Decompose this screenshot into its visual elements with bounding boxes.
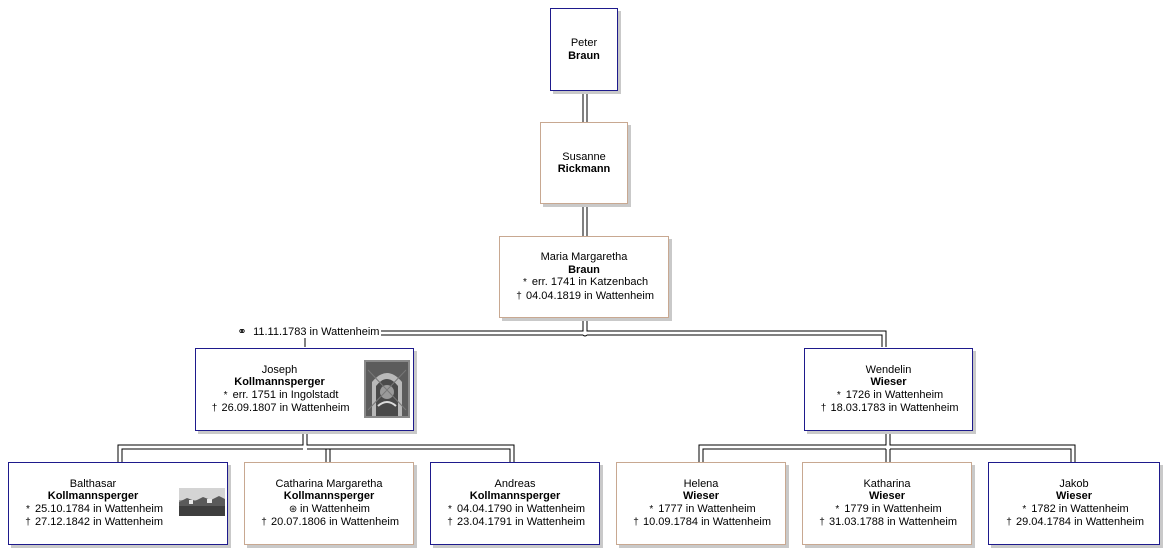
given-name: Andreas [494, 477, 536, 490]
given-name: Helena [683, 477, 719, 490]
birth-star-icon: * [1022, 503, 1027, 515]
death-event: †29.04.1784 in Wattenheim [1004, 516, 1144, 530]
given-name: Joseph [261, 363, 298, 376]
person-card-catharina[interactable]: Catharina Margaretha Kollmannsperger ⊛in… [244, 462, 414, 545]
portrait-photo[interactable] [364, 360, 410, 418]
given-name: Peter [570, 37, 598, 49]
birth-event: * 1779 in Wattenheim [832, 503, 941, 517]
death-cross-icon: † [633, 517, 639, 528]
birth-star-icon: * [649, 503, 654, 515]
birth-event: * 1782 in Wattenheim [1019, 503, 1128, 517]
given-name: Balthasar [69, 477, 117, 490]
death-text: 23.04.1791 in Wattenheim [456, 516, 585, 528]
death-text: 26.09.1807 in Wattenheim [221, 402, 350, 414]
person-card-andreas[interactable]: Andreas Kollmannsperger * 04.04.1790 in W… [430, 462, 600, 545]
death-cross-icon: † [1006, 517, 1012, 528]
baptism-icon: ⊛ [288, 503, 298, 515]
birth-star-icon: * [835, 503, 840, 515]
death-event: †20.07.1806 in Wattenheim [259, 516, 399, 530]
birth-star-icon: * [223, 389, 228, 401]
death-event: †04.04.1819 in Wattenheim [514, 290, 654, 304]
birth-event: * 25.10.1784 in Wattenheim [23, 503, 163, 517]
given-name: Wendelin [865, 363, 912, 376]
death-cross-icon: † [25, 517, 31, 528]
birth-star-icon: * [522, 277, 527, 288]
birth-text: err. 1751 in Ingolstadt [232, 388, 339, 401]
death-cross-icon: † [516, 290, 522, 302]
person-card-wendelin[interactable]: Wendelin Wieser * 1726 in Wattenheim †18.… [804, 348, 973, 431]
surname: Braun [568, 263, 600, 276]
surname: Kollmannsperger [234, 376, 325, 388]
birth-event: * 04.04.1790 in Wattenheim [445, 503, 585, 517]
death-cross-icon: † [447, 517, 453, 528]
death-text: 27.12.1842 in Wattenheim [34, 516, 163, 528]
baptism-event: ⊛in Wattenheim [288, 503, 370, 517]
death-cross-icon: † [819, 517, 825, 528]
baptism-text: in Wattenheim [300, 502, 370, 515]
death-cross-icon: † [820, 403, 827, 414]
given-name: Katharina [863, 477, 911, 490]
birth-star-icon: * [26, 503, 30, 515]
birth-text: 1779 in Wattenheim [844, 502, 942, 515]
person-card-susanne[interactable]: Susanne Rickmann [540, 122, 628, 204]
surname: Wieser [870, 376, 907, 388]
surname: Wieser [683, 490, 719, 502]
surname: Braun [568, 49, 600, 62]
death-event: †18.03.1783 in Wattenheim [818, 402, 959, 416]
birth-text: err. 1741 in Katzenbach [531, 276, 649, 288]
surname: Kollmannsperger [469, 490, 561, 502]
marriage-label: ⚭ 11.11.1783 in Wattenheim [234, 325, 382, 338]
death-event: †23.04.1791 in Wattenheim [445, 516, 585, 530]
death-text: 20.07.1806 in Wattenheim [270, 516, 399, 528]
birth-text: 25.10.1784 in Wattenheim [34, 502, 163, 515]
birth-event: * err. 1751 in Ingolstadt [221, 389, 339, 403]
birth-event: * 1777 in Wattenheim [646, 503, 755, 517]
birth-star-icon: * [836, 389, 841, 401]
death-event: †31.03.1788 in Wattenheim [817, 516, 957, 530]
surname: Kollmannsperger [283, 490, 375, 502]
death-text: 18.03.1783 in Wattenheim [830, 402, 959, 414]
surname: Wieser [869, 490, 905, 502]
death-text: 10.09.1784 in Wattenheim [642, 516, 771, 528]
given-name: Jakob [1059, 477, 1089, 490]
person-card-jakob[interactable]: Jakob Wieser * 1782 in Wattenheim †29.04.… [988, 462, 1160, 545]
death-cross-icon: † [261, 517, 267, 528]
death-event: †26.09.1807 in Wattenheim [209, 402, 350, 416]
birth-star-icon: * [448, 503, 452, 515]
birth-text: 1726 in Wattenheim [845, 388, 944, 401]
surname: Rickmann [557, 163, 611, 175]
person-card-katharina[interactable]: Katharina Wieser * 1779 in Wattenheim †31… [802, 462, 972, 545]
birth-text: 1782 in Wattenheim [1031, 502, 1129, 515]
death-text: 31.03.1788 in Wattenheim [828, 516, 957, 528]
birth-event: * err. 1741 in Katzenbach [520, 276, 648, 290]
death-cross-icon: † [211, 403, 218, 414]
death-text: 04.04.1819 in Wattenheim [525, 289, 654, 302]
birth-text: 1777 in Wattenheim [658, 502, 756, 515]
marriage-rings-icon: ⚭ [237, 326, 247, 338]
person-card-helena[interactable]: Helena Wieser * 1777 in Wattenheim †10.09… [616, 462, 786, 545]
birth-text: 04.04.1790 in Wattenheim [456, 502, 585, 515]
given-name: Catharina Margaretha [275, 477, 383, 490]
death-event: †10.09.1784 in Wattenheim [631, 516, 771, 530]
person-card-joseph[interactable]: Joseph Kollmannsperger * err. 1751 in Ing… [195, 348, 414, 431]
person-card-balthasar[interactable]: Balthasar Kollmannsperger * 25.10.1784 in… [8, 462, 228, 545]
given-name: Susanne [562, 150, 606, 163]
death-text: 29.04.1784 in Wattenheim [1015, 516, 1144, 528]
landscape-photo[interactable] [179, 488, 225, 516]
birth-event: * 1726 in Wattenheim [834, 389, 943, 403]
death-event: †27.12.1842 in Wattenheim [23, 516, 163, 530]
person-card-maria[interactable]: Maria Margaretha Braun * err. 1741 in Kat… [499, 236, 669, 318]
surname: Kollmannsperger [47, 490, 139, 502]
person-card-peter[interactable]: Peter Braun [550, 8, 618, 91]
marriage-date: 11.11.1783 in Wattenheim [253, 326, 380, 338]
given-name: Maria Margaretha [540, 251, 628, 263]
surname: Wieser [1056, 490, 1092, 502]
